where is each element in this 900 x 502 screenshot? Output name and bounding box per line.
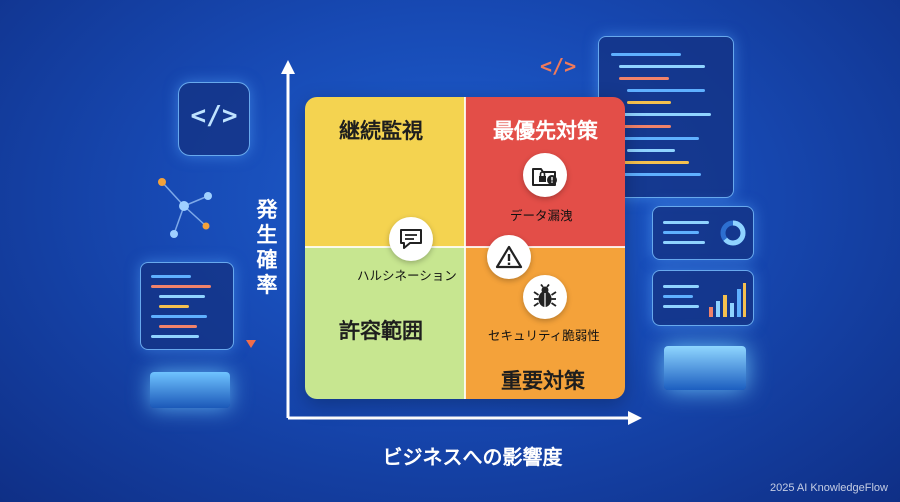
triangle-marker-icon [246,340,256,348]
glow-platform-left [150,372,230,408]
chat-bubble-icon [389,217,433,261]
network-graph-icon [158,178,212,238]
quadrant-continuous-monitoring: 継続監視 [305,97,465,247]
quadrant-label: 許容範囲 [339,319,423,343]
bar-chart-icon [709,283,746,317]
item-label-security: セキュリティ脆弱性 [488,328,600,343]
x-axis-title: ビジネスへの影響度 [382,445,563,469]
y-axis-title: 発生確率 [256,198,278,297]
code-glyph-icon: </> [190,101,238,131]
donut-chart-icon [720,220,746,246]
glow-platform-right [664,346,746,390]
quadrant-label: 最優先対策 [493,119,598,143]
divider-horizontal [305,246,625,248]
item-label-hallucination: ハルシネーション [357,268,457,283]
item-label-data-leak: データ漏洩 [510,208,573,223]
dashboard-card-bars [652,270,754,326]
dashboard-card-donut [652,206,754,260]
divider-vertical [464,97,466,399]
folder-lock-icon [523,153,567,197]
code-window-left-top: </> [178,82,250,156]
quadrant-acceptable: 許容範囲 [305,247,465,399]
footer-credit: 2025 AI KnowledgeFlow [769,482,888,494]
quadrant-important: 重要対策 [465,247,625,399]
code-glyph-right-icon: </> [540,54,577,78]
axes [281,60,642,425]
quadrant-label: 重要対策 [501,369,585,393]
warning-icon [487,235,531,279]
bug-icon [523,275,567,319]
quadrant-label: 継続監視 [339,119,423,143]
code-window-left-bottom [140,262,234,350]
risk-matrix: 継続監視 最優先対策 許容範囲 重要対策 データ漏洩 ハルシネーション [305,97,625,399]
